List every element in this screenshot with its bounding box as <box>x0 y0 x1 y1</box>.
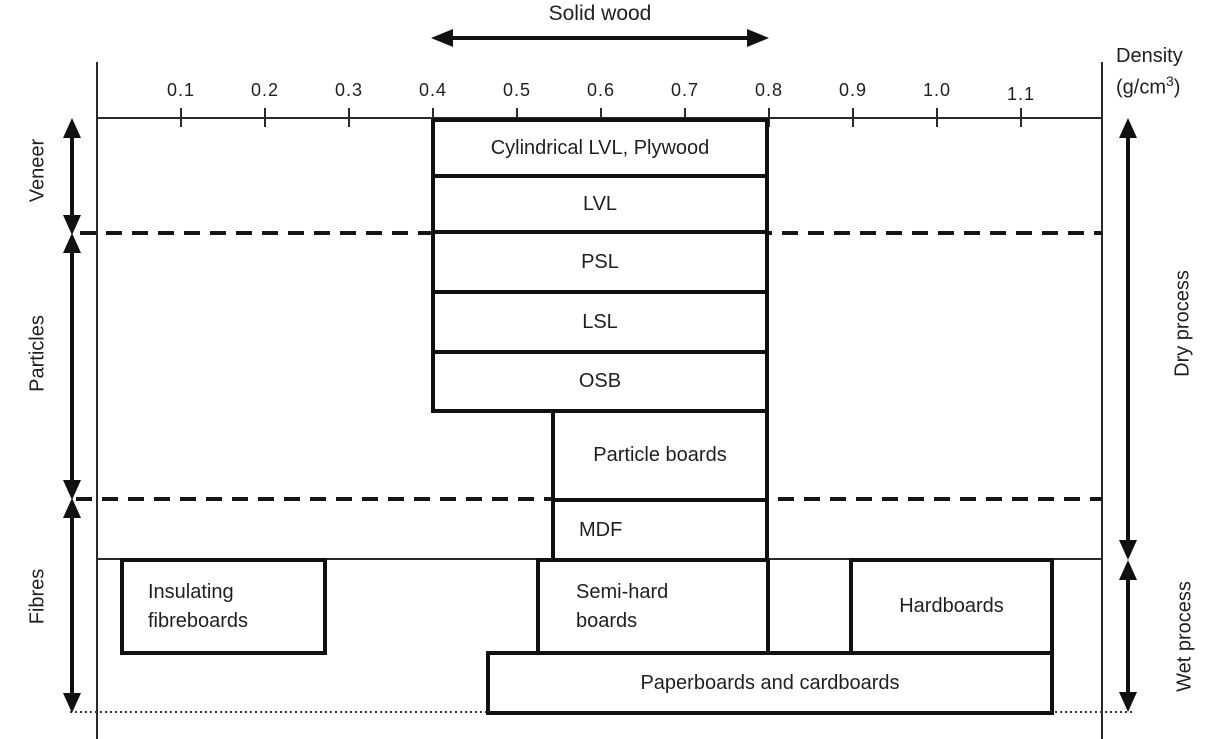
axis-title-text: Density <box>1116 45 1183 67</box>
frame-left-line <box>96 62 98 739</box>
axis-tick-label: 1.1 <box>1006 84 1036 104</box>
arrow-down-head-icon <box>63 480 81 500</box>
axis-tick-label: 0.8 <box>754 80 784 100</box>
group-label-veneer: Veneer <box>26 138 49 203</box>
axis-tick-label: 0.6 <box>586 80 616 100</box>
axis-tick-label: 0.4 <box>418 80 448 100</box>
arrow-up-head-icon <box>63 498 81 518</box>
box-label: OSB <box>578 370 622 392</box>
arrow-up-head-icon <box>63 233 81 253</box>
axis-tick <box>936 108 938 127</box>
arrow-shaft <box>1126 569 1130 703</box>
axis-tick <box>600 108 602 127</box>
axis-tick-label: 0.5 <box>502 80 532 100</box>
wet-process-range-arrow <box>1119 560 1137 712</box>
solid-wood-label: Solid wood <box>548 2 652 25</box>
arrow-right-head-icon <box>747 29 769 47</box>
axis-tick <box>348 108 350 127</box>
box-lsl: LSL <box>431 290 769 354</box>
arrow-shaft <box>70 127 74 226</box>
solid-wood-range-arrow <box>431 29 769 47</box>
axis-tick-label: 0.9 <box>838 80 868 100</box>
box-particle-boards: Particle boards <box>551 409 769 502</box>
box-semi-hard-boards: Semi-hard boards <box>536 558 770 655</box>
box-mdf: MDF <box>551 498 769 562</box>
box-label: Cylindrical LVL, Plywood <box>490 136 710 159</box>
group-label-fibres: Fibres <box>26 568 49 625</box>
axis-tick-label: 0.7 <box>670 80 700 100</box>
process-label-dry: Dry process <box>1171 270 1194 377</box>
box-paperboards-cardboards: Paperboards and cardboards <box>486 651 1054 715</box>
axis-tick-label: 0.1 <box>166 80 196 100</box>
arrow-up-head-icon <box>1119 560 1137 580</box>
box-hardboards: Hardboards <box>849 558 1054 655</box>
group-label-particles: Particles <box>26 315 49 392</box>
process-label-wet: Wet process <box>1173 581 1196 692</box>
axis-tick <box>1020 108 1022 127</box>
fibres-range-arrow <box>63 498 81 713</box>
box-label: Insulating fibreboards <box>148 580 249 632</box>
box-insulating-fibreboards: Insulating fibreboards <box>120 558 327 655</box>
arrow-shaft <box>70 507 74 704</box>
axis-tick-label: 0.3 <box>334 80 364 100</box>
box-label: LSL <box>582 310 618 333</box>
axis-tick <box>180 108 182 127</box>
arrow-down-head-icon <box>1119 692 1137 712</box>
box-label: Particle boards <box>593 444 727 466</box>
box-cylindrical-lvl-plywood: Cylindrical LVL, Plywood <box>431 118 769 178</box>
arrow-shaft <box>441 36 759 40</box>
veneer-range-arrow <box>63 118 81 235</box>
box-lvl: LVL <box>431 174 769 234</box>
particles-range-arrow <box>63 233 81 500</box>
arrow-down-head-icon <box>63 215 81 235</box>
axis-tick <box>684 108 686 127</box>
frame-right-line <box>1101 62 1103 739</box>
arrow-down-head-icon <box>1119 540 1137 560</box>
arrow-left-head-icon <box>431 29 453 47</box>
axis-tick <box>516 108 518 127</box>
axis-tick <box>768 108 770 127</box>
arrow-shaft <box>1126 127 1130 551</box>
box-label: MDF <box>579 518 623 541</box>
box-label: PSL <box>581 250 619 273</box>
axis-tick <box>264 108 266 127</box>
axis-unit: (g/cm3) <box>1116 73 1181 99</box>
arrow-up-head-icon <box>1119 118 1137 138</box>
dry-process-range-arrow <box>1119 118 1137 560</box>
axis-tick <box>432 108 434 127</box>
arrow-up-head-icon <box>63 118 81 138</box>
axis-tick-label: 0.2 <box>250 80 280 100</box>
box-psl: PSL <box>431 230 769 294</box>
axis-tick-label: 1.0 <box>922 80 952 100</box>
axis-title: Density (g/cm3) <box>1116 42 1212 103</box>
arrow-shaft <box>70 242 74 491</box>
box-label: LVL <box>582 192 618 215</box>
axis-tick <box>852 108 854 127</box>
box-label: Paperboards and cardboards <box>640 671 900 694</box>
box-osb: OSB <box>431 350 769 413</box>
arrow-down-head-icon <box>63 693 81 713</box>
box-label: Semi-hard boards <box>576 580 669 632</box>
box-label: Hardboards <box>899 595 1004 617</box>
